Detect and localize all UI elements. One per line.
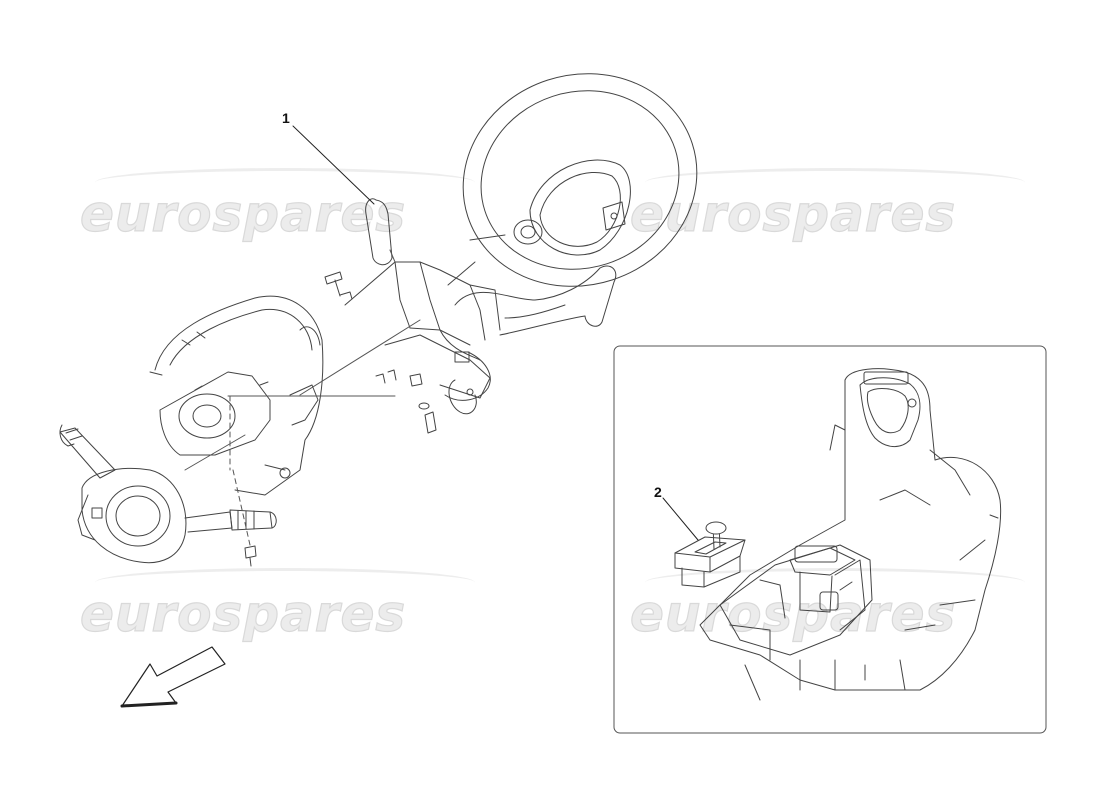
paddle-shifter-assembly: [324, 198, 617, 434]
watermark-swoosh: [95, 568, 475, 597]
combination-switch: [59, 424, 277, 567]
assembly-lines: [184, 249, 421, 546]
watermark-swoosh: [95, 168, 475, 197]
callout-2-leader: [662, 497, 699, 541]
callout-label-2: 2: [654, 484, 662, 500]
callout-label-1: 1: [282, 110, 290, 126]
watermark-top-right: eurospares: [629, 184, 957, 243]
callout-1-leader: [292, 125, 375, 205]
column-shroud: [149, 295, 324, 496]
watermark-bottom-left: eurospares: [79, 584, 407, 643]
steering-wheel: [462, 73, 698, 287]
inset-frame: [613, 345, 1047, 734]
direction-arrow: [120, 646, 226, 708]
watermark-swoosh: [645, 168, 1025, 197]
gear-selector: [674, 521, 746, 588]
center-console: [699, 368, 1002, 701]
watermark-swoosh: [645, 568, 1025, 597]
watermark-top-left: eurospares: [79, 184, 407, 243]
watermark-bottom-right: eurospares: [629, 584, 957, 643]
